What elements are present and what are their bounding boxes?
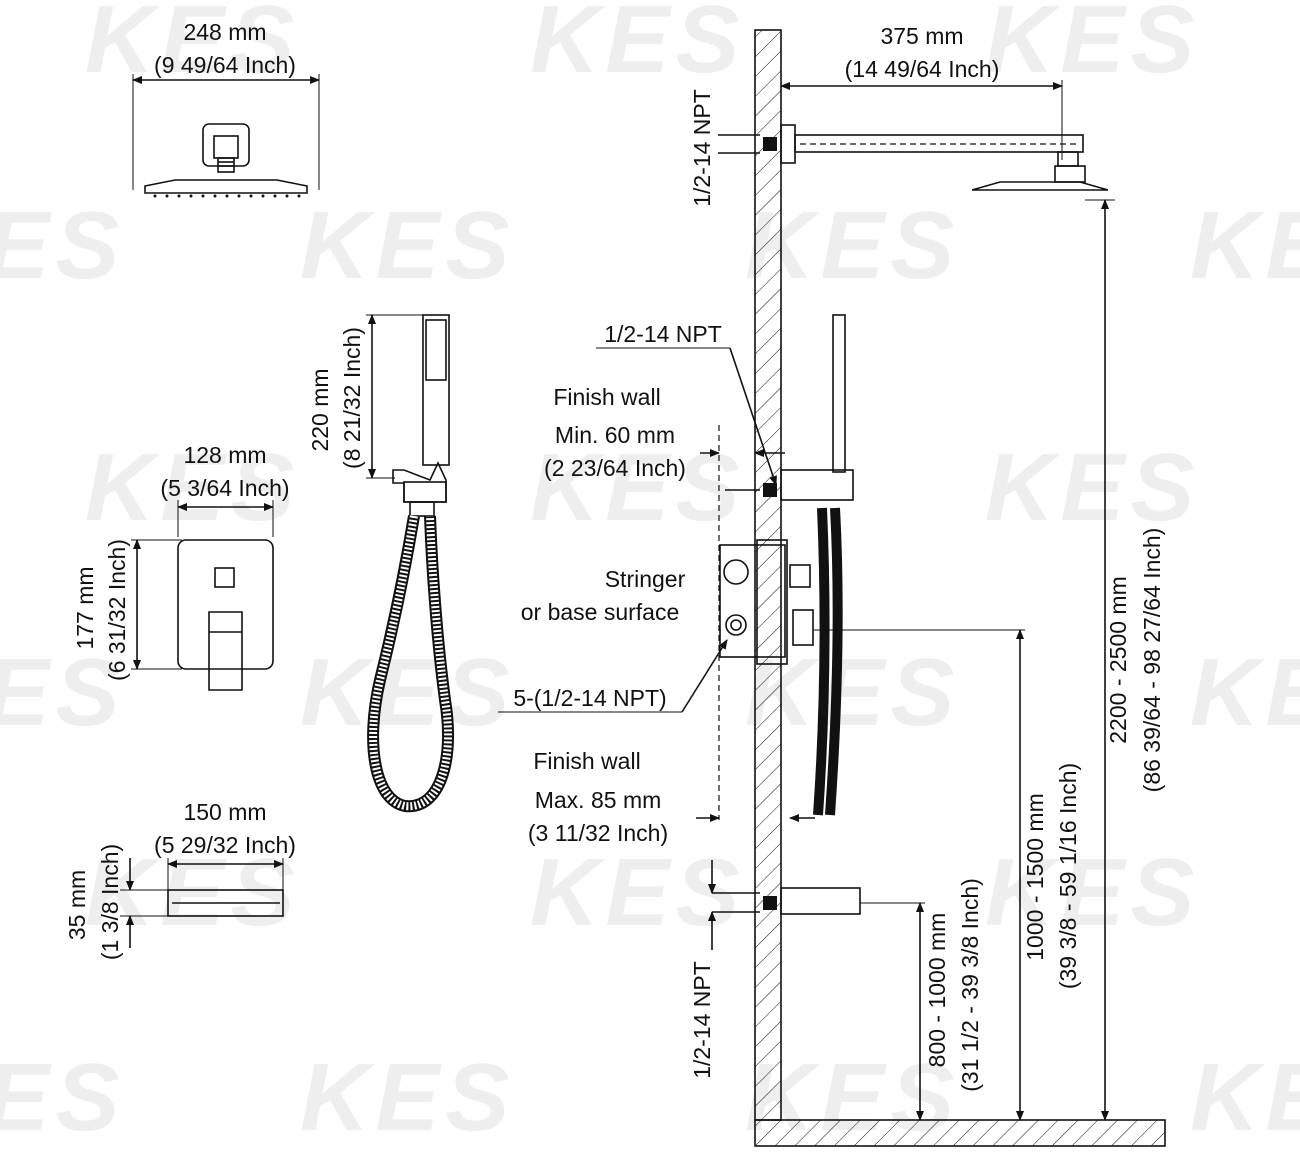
- trim-indicator-icon: [214, 567, 235, 588]
- watermark: KES: [530, 434, 745, 541]
- watermark: KES: [1190, 192, 1300, 299]
- trim-handle: [208, 611, 243, 691]
- arm-length-inch: (14 49/64 Inch): [845, 56, 1000, 82]
- hand-shower-length-mm: 220 mm: [307, 368, 333, 451]
- max-depth-mm: Max. 85 mm: [535, 787, 662, 813]
- watermark: KES: [1190, 1044, 1300, 1151]
- spout-height-inch: (1 3/8 Inch): [97, 844, 123, 960]
- trim-height-mm: 177 mm: [72, 566, 98, 649]
- valve-height-range-inch: (39 3/8 - 59 1/16 Inch): [1055, 763, 1081, 989]
- shower-arm-side: 375 mm (14 49/64 Inch) 1/2-14 NPT: [689, 23, 1109, 207]
- spout-body: [167, 889, 284, 917]
- valve-section: 1/2-14 NPT Finish wall Min. 60 mm (2 23/…: [498, 314, 1025, 846]
- watermark: KES: [300, 1044, 515, 1151]
- hand-shower-outlet: [780, 469, 854, 501]
- hand-shower-length-inch: (8 21/32 Inch): [339, 327, 365, 469]
- spout-width-mm: 150 mm: [183, 799, 266, 825]
- wall-stud: [754, 29, 782, 1121]
- shower-head-side: [971, 181, 1109, 191]
- watermark: KES: [985, 0, 1200, 93]
- watermark: KES: [85, 434, 300, 541]
- head-height-range-mm: 2200 - 2500 mm: [1105, 576, 1131, 743]
- hose-side: [813, 507, 843, 816]
- arm-flange: [780, 124, 796, 164]
- finish-wall-label-top: Finish wall: [553, 384, 660, 410]
- spout-side: 1/2-14 NPT: [689, 860, 925, 1079]
- spout-height-range-inch: (31 1/2 - 39 3/8 Inch): [957, 878, 983, 1092]
- watermark: KES: [85, 839, 300, 946]
- watermark: KES: [85, 0, 300, 93]
- hand-shower-wand: [422, 314, 450, 466]
- shower-arm: [794, 134, 1084, 153]
- hand-shower-side: [832, 314, 846, 473]
- shower-head-front-view: 248 mm (9 49/64 Inch): [132, 19, 320, 198]
- valve-outlet-thread: 1/2-14 NPT: [604, 321, 722, 347]
- valve-ports-label: 5-(1/2-14 NPT): [513, 685, 666, 711]
- valve-height-range-mm: 1000 - 1500 mm: [1022, 793, 1048, 960]
- min-depth-mm: Min. 60 mm: [555, 422, 675, 448]
- watermark: KES: [530, 0, 745, 93]
- arm-thread-label: 1/2-14 NPT: [689, 89, 715, 207]
- finish-wall-label-bottom: Finish wall: [533, 748, 640, 774]
- trim-width-mm: 128 mm: [183, 442, 266, 468]
- spout-thread-label: 1/2-14 NPT: [689, 961, 715, 1079]
- valve-handle: [792, 609, 814, 646]
- min-depth-inch: (2 23/64 Inch): [544, 455, 686, 481]
- trim-width-inch: (5 3/64 Inch): [160, 475, 289, 501]
- shower-head-plate: [144, 179, 308, 194]
- stringer-label-1: Stringer: [605, 566, 686, 592]
- floor: [754, 1119, 1166, 1147]
- watermark: KES: [530, 839, 745, 946]
- watermark: KES: [985, 434, 1200, 541]
- trim-plate-view: 128 mm (5 3/64 Inch) 177 mm (6 31/32 Inc…: [72, 442, 290, 691]
- valve-body: [719, 544, 786, 658]
- spout-height-range-mm: 800 - 1000 mm: [924, 913, 950, 1068]
- wall-section: [754, 29, 1166, 1147]
- head-height-range-inch: (86 39/64 - 98 27/64 Inch): [1139, 528, 1165, 793]
- max-depth-inch: (3 11/32 Inch): [528, 820, 668, 846]
- shower-arm-flange-icon: [202, 123, 250, 167]
- arm-length-mm: 375 mm: [880, 23, 963, 49]
- spout-height-mm: 35 mm: [64, 870, 90, 940]
- height-dimensions: 800 - 1000 mm (31 1/2 - 39 3/8 Inch) 100…: [916, 199, 1165, 1121]
- watermark: KES: [1190, 639, 1300, 746]
- stringer-label-2: or base surface: [521, 599, 680, 625]
- watermark: KES: [985, 839, 1200, 946]
- watermark: KES: [0, 1044, 125, 1151]
- watermark: KES: [0, 639, 125, 746]
- shower-head-width-inch: (9 49/64 Inch): [154, 52, 296, 78]
- hand-shower-view: 220 mm (8 21/32 Inch): [307, 314, 454, 813]
- watermark: KES: [300, 192, 515, 299]
- spout-side-body: [780, 887, 861, 915]
- spout-view: 150 mm (5 29/32 Inch) 35 mm (1 3/8 Inch): [64, 799, 296, 960]
- trim-plate: [177, 539, 274, 670]
- spout-width-inch: (5 29/32 Inch): [154, 832, 296, 858]
- trim-height-inch: (6 31/32 Inch): [104, 539, 130, 681]
- watermark: KES: [0, 192, 125, 299]
- shower-head-width-mm: 248 mm: [183, 19, 266, 45]
- watermark: KES: [300, 639, 515, 746]
